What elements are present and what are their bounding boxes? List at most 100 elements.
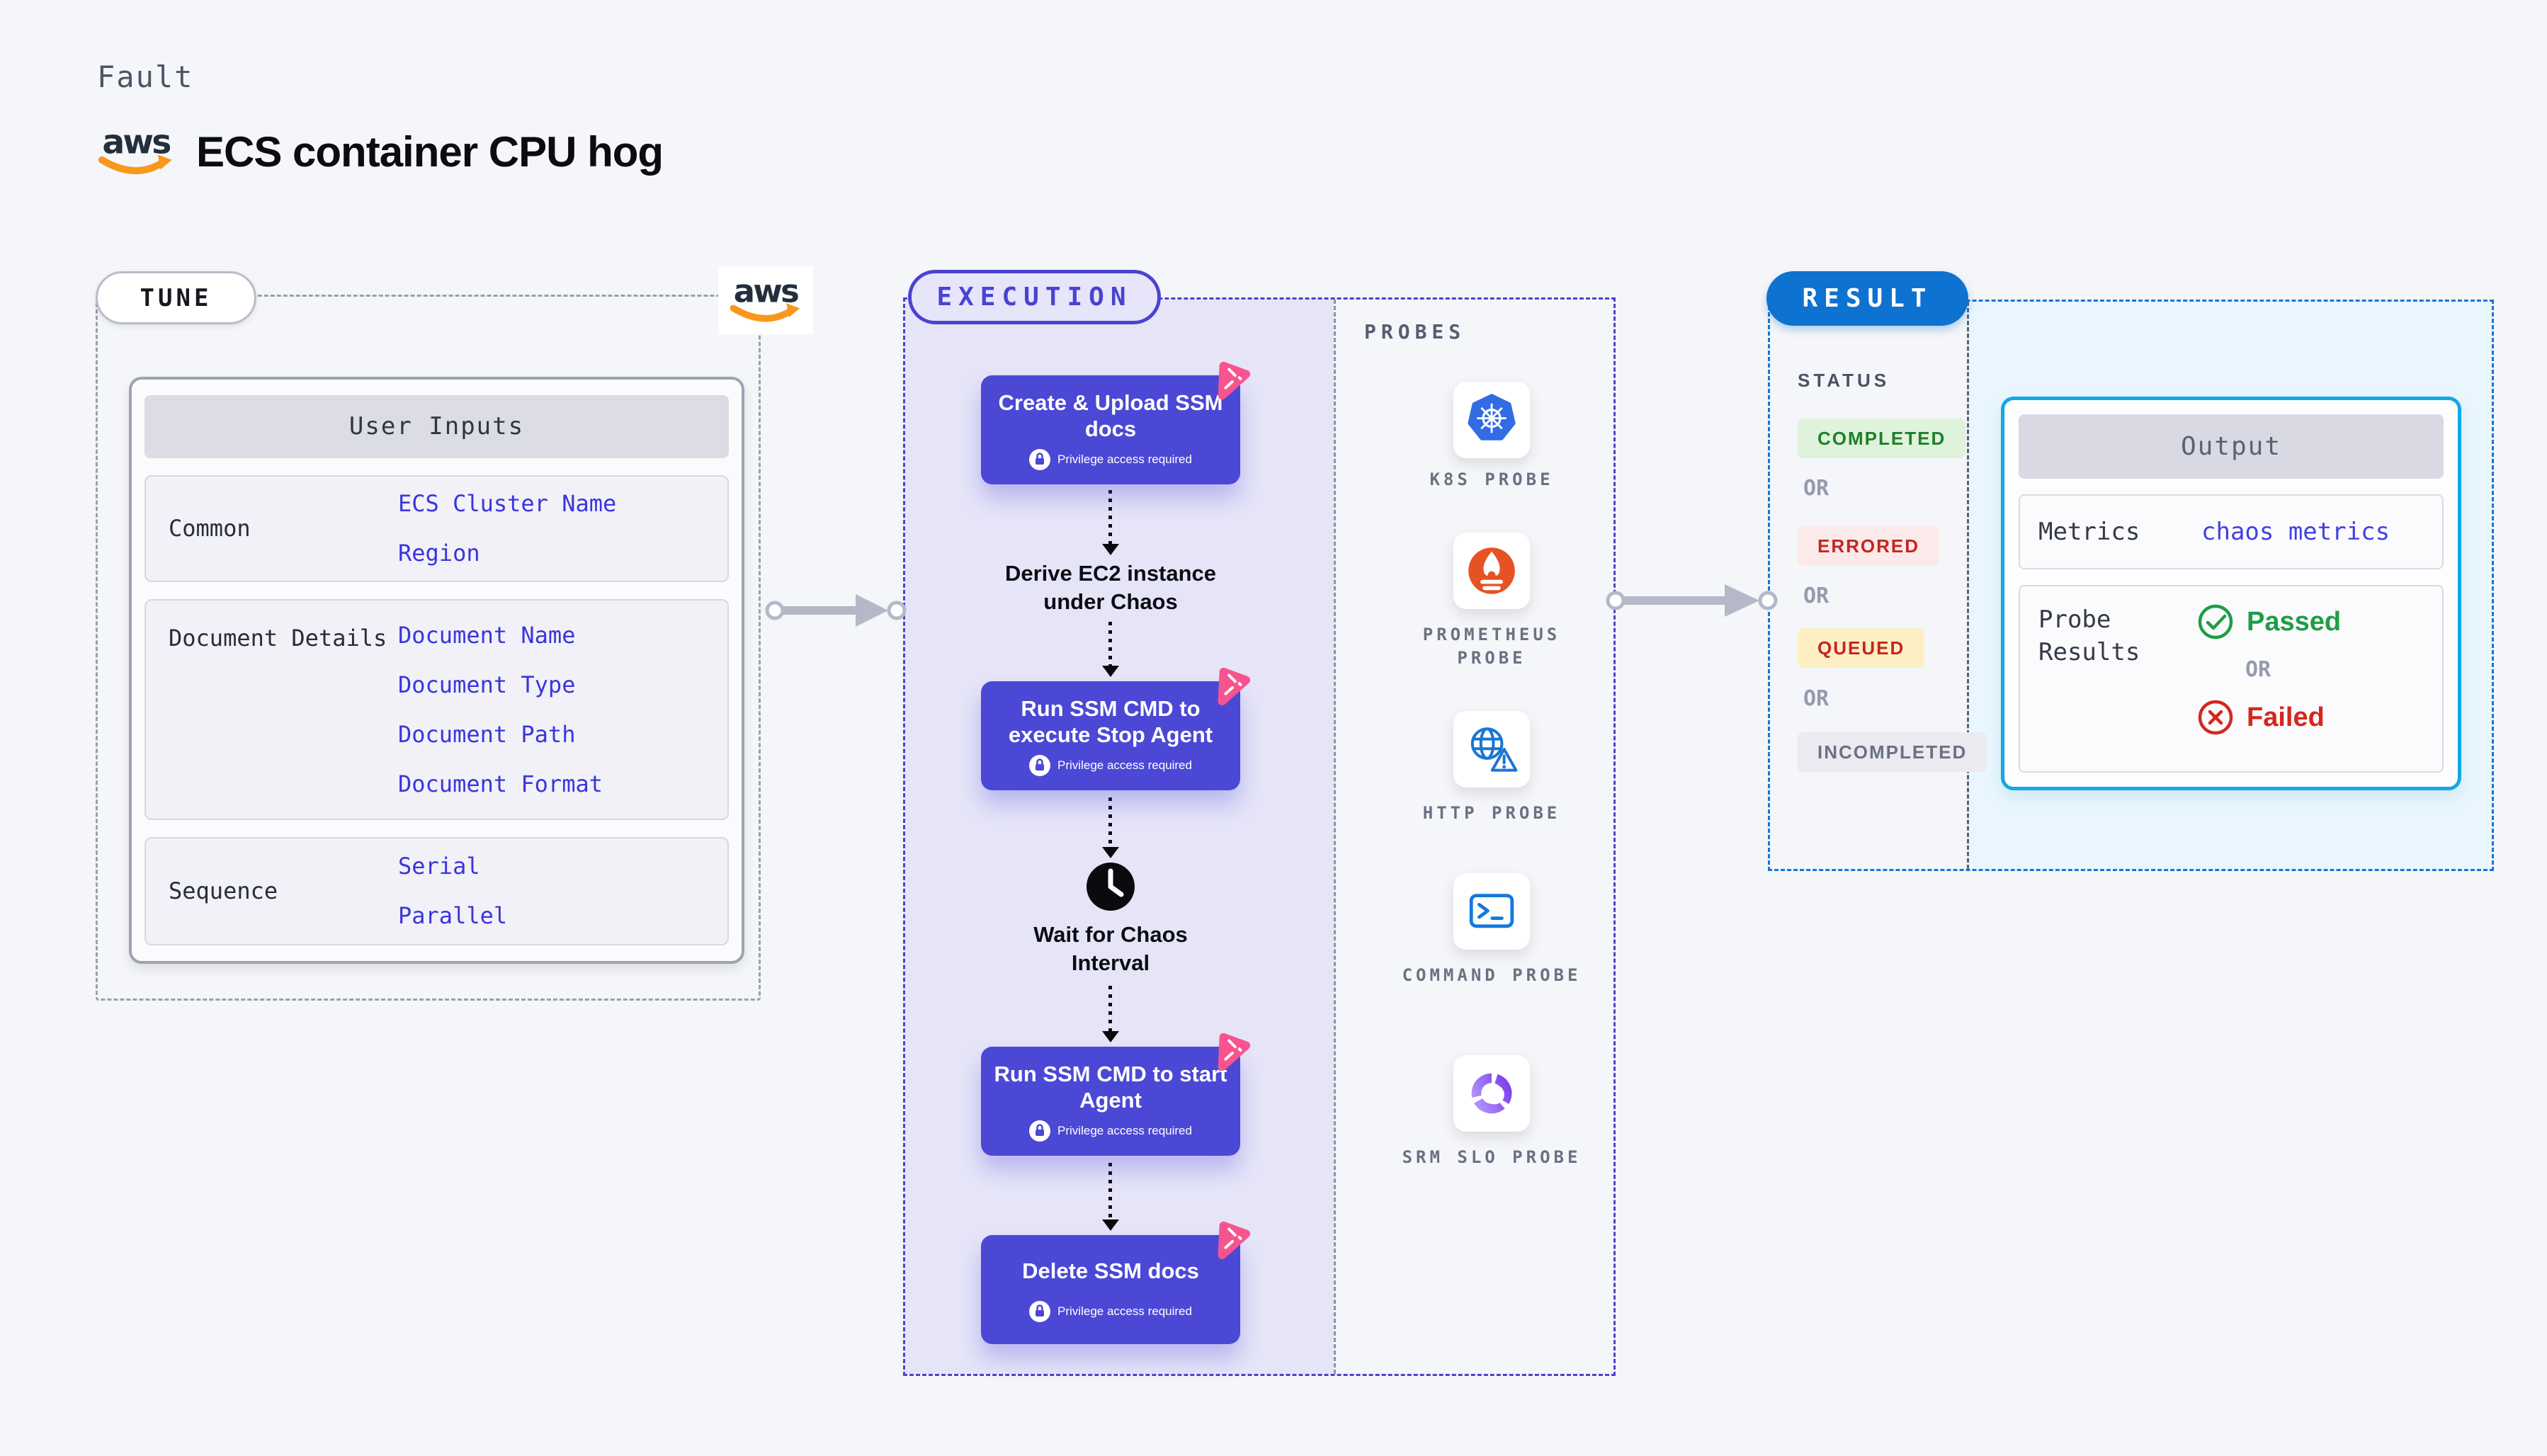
metrics-value: chaos metrics [2201, 518, 2390, 546]
probe-label: K8S PROBE [1429, 470, 1554, 489]
privilege-label: Privilege access required [1057, 1124, 1192, 1137]
clock-icon [1085, 861, 1136, 912]
slo-donut-check-icon [1471, 1073, 1512, 1114]
chaos-pinwheel-icon [1212, 666, 1253, 707]
http-globe-warning-icon [1470, 727, 1518, 772]
privilege-row: Privilege access required [1029, 1300, 1192, 1322]
privilege-row: Privilege access required [1029, 449, 1192, 470]
probe-label: COMMAND PROBE [1402, 965, 1582, 985]
page-header: aws ECS container CPU hog [94, 119, 664, 184]
http-probe-card [1453, 711, 1530, 787]
privilege-label: Privilege access required [1057, 1304, 1192, 1318]
execution-to-result-arrow [1606, 584, 1778, 617]
input-row-label: Common [169, 515, 251, 542]
passed-label: Passed [2247, 606, 2342, 637]
prometheus-icon [1468, 547, 1515, 594]
failed-row: Failed [2197, 699, 2341, 736]
step-run-ssm-stop-agent: Run SSM CMD to execute Stop Agent Privil… [981, 667, 1251, 790]
lock-icon [1029, 1300, 1051, 1322]
privilege-label: Privilege access required [1057, 453, 1192, 466]
input-row-label: Document Details [169, 624, 387, 652]
step-create-upload-ssm-docs: Create & Upload SSM docs Privilege acces… [981, 361, 1251, 484]
metrics-label: Metrics [2038, 518, 2140, 546]
step-wait-chaos-interval: Wait for Chaos Interval [1033, 922, 1188, 975]
step-title: Create & Upload SSM docs [998, 390, 1223, 441]
x-circle-icon [2198, 700, 2233, 735]
output-header: Output [2019, 414, 2444, 479]
step-title: Run SSM CMD to start Agent [994, 1062, 1227, 1113]
step-derive-ec2: Derive EC2 instance under Chaos [1004, 561, 1217, 614]
output-card: Output Metrics chaos metrics Probe Resul… [2001, 397, 2461, 790]
tune-to-execution-arrow [765, 594, 907, 627]
input-value: Document Format [398, 770, 603, 797]
input-row-values: ECS Cluster Name Region [398, 477, 727, 581]
probe-results-values: Passed OR Failed [2197, 603, 2341, 771]
lock-icon [1029, 449, 1051, 470]
flow-arrow-down-icon [1108, 1163, 1112, 1227]
or-label: OR [1803, 686, 1830, 711]
tune-pill: TUNE [96, 271, 256, 324]
input-row-label: Sequence [169, 877, 278, 905]
step-title: Run SSM CMD to execute Stop Agent [1008, 696, 1213, 747]
output-metrics-row: Metrics chaos metrics [2019, 494, 2444, 569]
output-probe-results-row: Probe Results Passed OR Failed [2019, 585, 2444, 773]
input-value: Serial [398, 853, 480, 880]
chaos-pinwheel-icon [1212, 1219, 1253, 1261]
input-row-values: Document Name Document Type Document Pat… [398, 601, 727, 819]
flow-arrow-down-icon [1108, 797, 1112, 854]
flow-arrow-down-icon [1108, 986, 1112, 1038]
kubernetes-icon [1468, 394, 1516, 440]
chaos-pinwheel-icon [1212, 360, 1253, 401]
aws-logo-small: aws [718, 266, 813, 334]
status-badge-incompleted: INCOMPLETED [1798, 732, 1987, 772]
input-row-values: Serial Parallel [398, 838, 727, 944]
input-value: Document Path [398, 720, 576, 748]
status-heading: STATUS [1798, 370, 1890, 391]
input-row-sequence: Sequence Serial Parallel [144, 836, 729, 945]
or-label: OR [1803, 584, 1830, 608]
execution-pill: EXECUTION [908, 270, 1161, 324]
input-value: Parallel [398, 902, 508, 930]
probe-label: PROMETHEUS PROBE [1422, 625, 1561, 668]
input-value: Region [398, 540, 480, 567]
result-divider [1967, 302, 1969, 869]
input-row-common: Common ECS Cluster Name Region [144, 474, 729, 582]
command-probe-card [1453, 873, 1530, 950]
k8s-probe-card [1453, 382, 1530, 458]
flow-arrow-down-icon [1108, 622, 1112, 673]
input-value: Document Type [398, 671, 576, 698]
privilege-row: Privilege access required [1029, 755, 1192, 776]
probes-heading: PROBES [1364, 320, 1466, 343]
or-label: OR [2245, 657, 2271, 682]
step-delete-ssm-docs: Delete SSM docs Privilege access require… [981, 1221, 1251, 1344]
user-inputs-header: User Inputs [144, 395, 729, 458]
tune-section [96, 295, 761, 1001]
input-value: Document Name [398, 621, 576, 649]
lock-icon [1029, 1120, 1051, 1142]
fault-eyebrow: Fault [97, 59, 194, 94]
or-label: OR [1803, 476, 1830, 501]
input-row-document-details: Document Details Document Name Document … [144, 598, 729, 820]
srm-slo-probe-card [1453, 1055, 1530, 1132]
probes-divider [1334, 300, 1336, 1374]
failed-label: Failed [2247, 702, 2325, 732]
step-title: Delete SSM docs [1022, 1258, 1199, 1283]
check-circle-icon [2198, 604, 2233, 639]
input-value: ECS Cluster Name [398, 490, 617, 518]
svg-text:aws: aws [734, 273, 798, 310]
probe-results-label: Probe Results [2038, 605, 2140, 666]
svg-text:aws: aws [102, 123, 170, 162]
flow-arrow-down-icon [1108, 490, 1112, 551]
lock-icon [1029, 755, 1051, 776]
privilege-label: Privilege access required [1057, 758, 1192, 772]
privilege-row: Privilege access required [1029, 1120, 1192, 1142]
user-inputs-card: User Inputs Common ECS Cluster Name Regi… [129, 377, 744, 964]
result-pill: RESULT [1766, 271, 1968, 326]
page-title: ECS container CPU hog [196, 127, 664, 176]
chaos-pinwheel-icon [1212, 1031, 1253, 1072]
status-badge-queued: QUEUED [1798, 628, 1925, 668]
aws-logo-icon: aws [94, 119, 178, 184]
prometheus-probe-card [1453, 533, 1530, 609]
step-run-ssm-start-agent: Run SSM CMD to start Agent Privilege acc… [981, 1033, 1251, 1156]
